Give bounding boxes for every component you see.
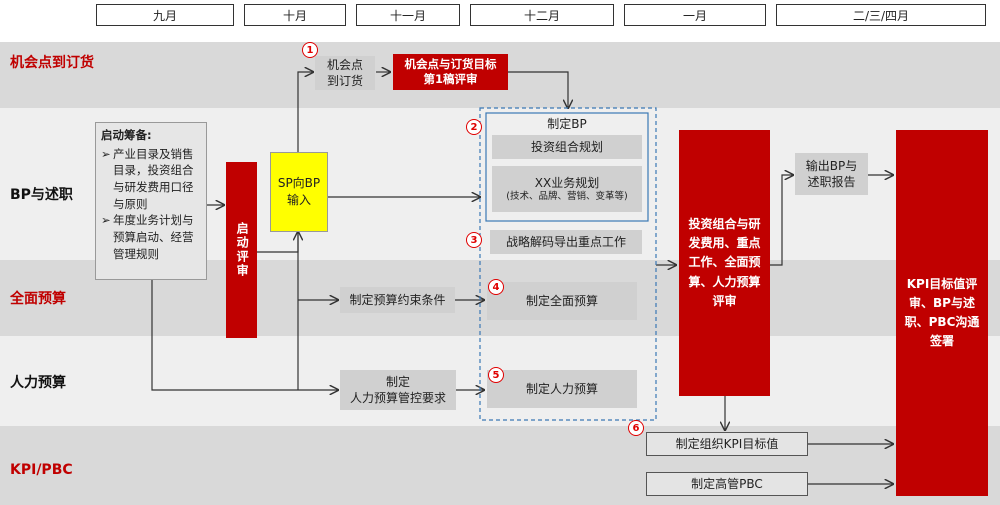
prep-box: 启动筹备: ➢ 产业目录及销售目录，投资组合与研发费用口径与原则 ➢ 年度业务计… [95,122,207,280]
hr-control-box: 制定 人力预算管控要求 [340,370,456,410]
xx-plan-subtitle: (技术、品牌、营销、变革等) [506,190,628,202]
lane-band-kpi [0,426,1000,505]
month-feb-apr: 二/三/四月 [776,4,986,26]
lane-label-opportunity: 机会点到订货 [10,55,94,71]
step-number-2: 2 [466,119,482,135]
kpi-review-box: KPI目标值评审、BP与述职、PBC沟通签署 [896,130,988,496]
step-number-5: 5 [488,367,504,383]
lane-label-bp: BP与述职 [10,187,73,203]
xx-plan-box: XX业务规划 (技术、品牌、营销、变革等) [492,166,642,212]
opp-target-box: 机会点与订货目标第1稿评审 [393,54,508,90]
prep-item-2: 年度业务计划与预算启动、经营管理规则 [113,213,194,261]
org-kpi-box: 制定组织KPI目标值 [646,432,808,456]
month-jan: 一月 [624,4,766,26]
hr-control-line2: 人力预算管控要求 [349,391,446,405]
big-review-box: 投资组合与研发费用、重点工作、全面预算、人力预算评审 [679,130,770,396]
hr-control-line1: 制定 [385,374,410,389]
step-number-4: 4 [488,279,504,295]
make-budget-box: 制定全面预算 [487,282,637,320]
sp-to-bp-box: SP向BP输入 [270,152,328,232]
prep-item-1: 产业目录及销售目录，投资组合与研发费用口径与原则 [113,146,194,211]
xx-plan-title: XX业务规划 [534,175,600,190]
step-number-1: 1 [302,42,318,58]
output-bp-box: 输出BP与述职报告 [795,153,868,195]
make-hr-box: 制定人力预算 [487,370,637,408]
month-sep: 九月 [96,4,234,26]
month-nov: 十一月 [356,4,460,26]
lane-label-hr: 人力预算 [10,375,66,391]
month-oct: 十月 [244,4,346,26]
portfolio-plan-box: 投资组合规划 [492,135,642,159]
step-number-3: 3 [466,232,482,248]
prep-title: 启动筹备: [101,128,152,142]
step-number-6: 6 [628,420,644,436]
exec-pbc-box: 制定高管PBC [646,472,808,496]
lane-label-budget: 全面预算 [10,291,66,307]
budget-constraint-box: 制定预算约束条件 [340,287,455,313]
bullet-icon: ➢ [101,213,111,228]
strategy-decode-box: 战略解码导出重点工作 [490,230,642,254]
opp-order-box: 机会点到订货 [315,56,375,90]
lane-label-kpi: KPI/PBC [10,462,73,478]
month-dec: 十二月 [470,4,614,26]
make-bp-label: 制定BP [547,117,587,131]
launch-review-box: 启动评审 [226,162,257,338]
bullet-icon: ➢ [101,146,111,161]
